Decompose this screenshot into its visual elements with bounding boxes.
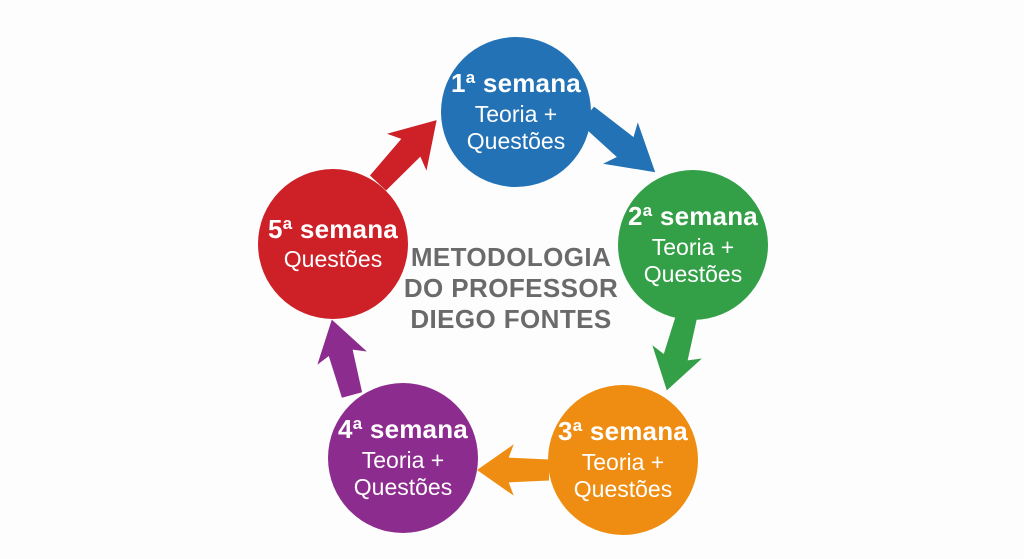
step-subline: Questões: [353, 473, 453, 500]
arrow-week1-to-week2-icon: [579, 106, 656, 173]
step-subline: Teoria +: [361, 446, 445, 473]
step-title: 2ª semana: [628, 201, 758, 232]
step-title: 3ª semana: [558, 416, 688, 447]
step-subline: Teoria +: [474, 100, 558, 127]
step-subline: Questões: [573, 475, 673, 502]
center-title-line: METODOLOGIA: [410, 242, 612, 272]
arrow-week2-to-week3-icon: [652, 312, 702, 391]
step-subline: Questões: [643, 260, 743, 287]
center-title-line: DIEGO FONTES: [410, 304, 612, 334]
step-title: 5ª semana: [268, 213, 398, 244]
step-subline: Teoria +: [581, 448, 665, 475]
step-title: 4ª semana: [338, 414, 468, 445]
arrow-week4-to-week5-icon: [317, 319, 367, 398]
arrow-week3-to-week4-icon: [477, 444, 549, 496]
cycle-step-week-2: 2ª semana Teoria + Questões: [618, 170, 768, 320]
step-title: 1ª semana: [451, 68, 581, 99]
cycle-step-week-5: 5ª semana Questões: [258, 169, 408, 319]
center-title: METODOLOGIA DO PROFESSOR DIEGO FONTES: [381, 242, 641, 335]
cycle-step-week-1: 1ª semana Teoria + Questões: [441, 37, 591, 187]
cycle-step-week-4: 4ª semana Teoria + Questões: [328, 383, 478, 533]
center-title-line: DO PROFESSOR: [403, 273, 619, 303]
arrow-week5-to-week1-icon: [369, 120, 437, 191]
step-subline: Teoria +: [651, 233, 735, 260]
step-subline: Questões: [283, 246, 383, 273]
cycle-step-week-3: 3ª semana Teoria + Questões: [548, 385, 698, 535]
step-subline: Questões: [466, 127, 566, 154]
